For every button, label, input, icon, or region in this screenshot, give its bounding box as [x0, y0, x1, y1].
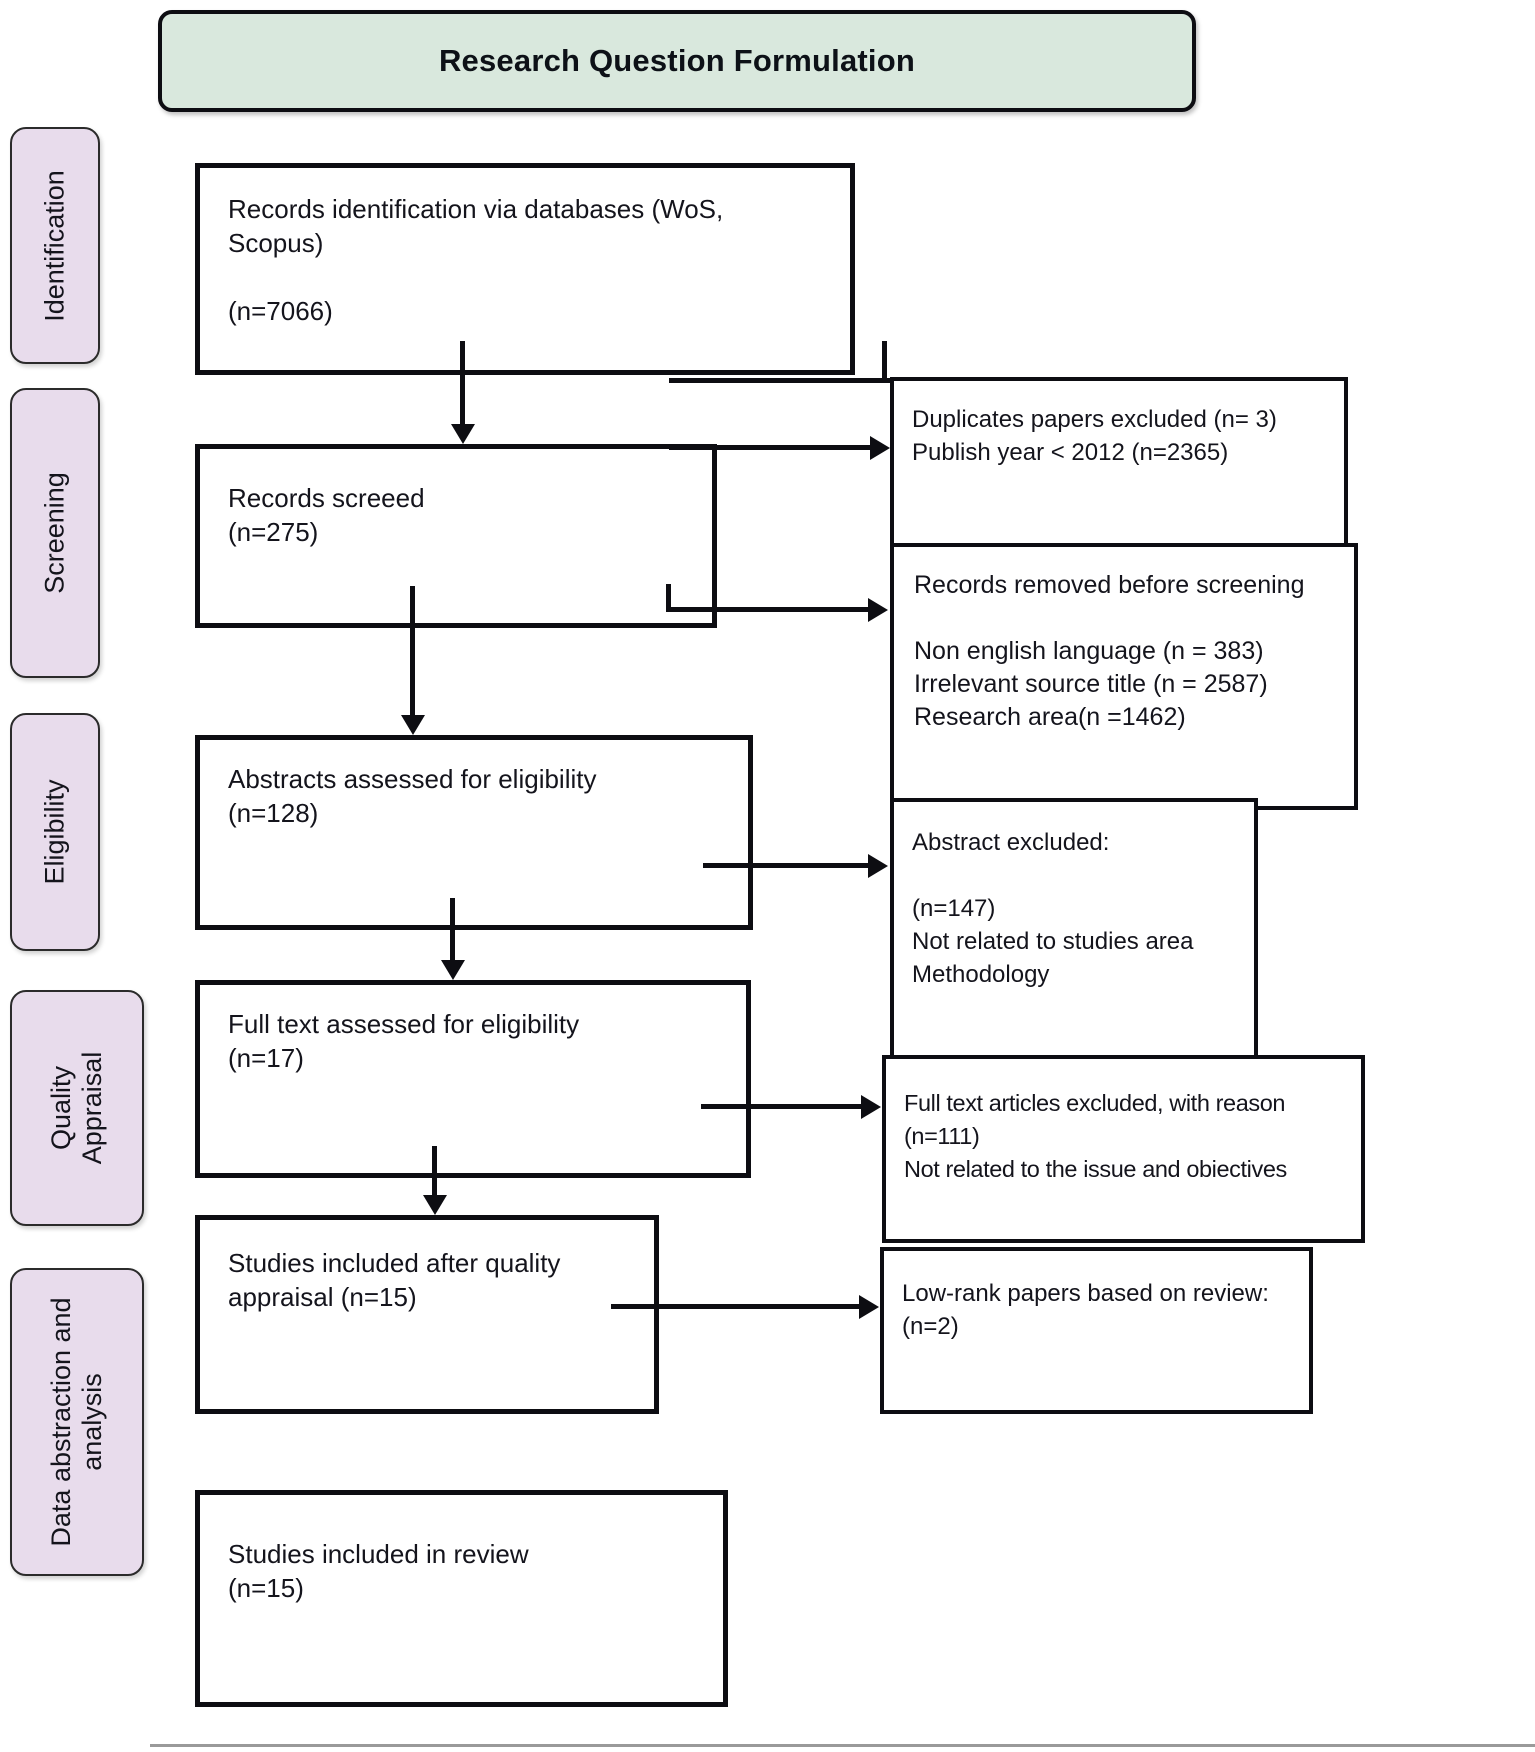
text-line: (n=17): [228, 1043, 304, 1073]
text-line: Duplicates papers excluded (n= 3): [912, 406, 1277, 433]
text-line: Records screeed: [228, 483, 425, 513]
text-line: Records identification via databases (Wo…: [228, 194, 724, 224]
fulltext-excluded-box: Full text articles excluded, with reason…: [882, 1055, 1365, 1243]
text-line: appraisal (n=15): [228, 1282, 417, 1312]
arrowhead-right-icon: [868, 854, 888, 878]
text-line: (n=275): [228, 517, 319, 547]
text-line: Low-rank papers based on review:: [902, 1280, 1269, 1307]
text-line: Not related to the issue and obiectives: [904, 1156, 1287, 1182]
text-line: (n=128): [228, 798, 319, 828]
text-line: [228, 260, 840, 294]
text-line: (n=111): [904, 1123, 980, 1149]
text-line: (n=2): [902, 1313, 959, 1340]
text-line: Methodology: [912, 961, 1050, 988]
text-line: Full text articles excluded, with reason: [904, 1090, 1286, 1116]
stage-label: Quality Appraisal: [46, 1051, 107, 1165]
stage-eligibility: Eligibility: [10, 713, 100, 951]
text-line: Non english language (n = 383): [914, 637, 1264, 665]
arrow-to-duplicates-box: [669, 445, 870, 450]
records-identification-box: Records identification via databases (Wo…: [195, 163, 855, 375]
stage-label: Eligibility: [39, 779, 70, 885]
text-line: [912, 859, 1252, 892]
arrow-identification-to-screening: [460, 341, 465, 429]
connector-step-vertical: [882, 341, 887, 383]
arrow-to-abstract-excluded: [703, 863, 870, 868]
fulltext-assessed-box: Full text assessed for eligibility (n=17…: [195, 980, 751, 1178]
quality-included-box: Studies included after quality appraisal…: [195, 1215, 659, 1414]
stage-label: Data abstraction and analysis: [46, 1297, 107, 1547]
arrowhead-right-icon: [870, 436, 890, 460]
text-line: Records removed before screening: [914, 571, 1305, 599]
bottom-edge-line: [150, 1744, 1535, 1747]
arrowhead-down-icon: [423, 1195, 447, 1215]
abstracts-assessed-box: Abstracts assessed for eligibility (n=12…: [195, 735, 753, 930]
stage-quality-appraisal: Quality Appraisal: [10, 990, 144, 1226]
text-line: Studies included after quality: [228, 1248, 561, 1278]
text-line: (n=15): [228, 1573, 304, 1603]
text-line: Abstract excluded:: [912, 829, 1110, 856]
text-line: Research area(n =1462): [914, 703, 1186, 731]
arrowhead-down-icon: [451, 424, 475, 444]
header-banner: Research Question Formulation: [158, 10, 1196, 112]
arrow-screening-to-abstracts: [410, 586, 415, 717]
arrowhead-down-icon: [441, 960, 465, 980]
text-line: Full text assessed for eligibility: [228, 1009, 580, 1039]
arrow-abstracts-to-fulltext: [450, 898, 455, 962]
text-line: Studies included in review: [228, 1539, 529, 1569]
duplicates-excluded-box: Duplicates papers excluded (n= 3) Publis…: [890, 377, 1348, 547]
connector-step-horizontal: [669, 378, 891, 383]
text-line: Not related to studies area: [912, 928, 1194, 955]
review-included-box: Studies included in review (n=15): [195, 1490, 728, 1707]
arrowhead-right-icon: [868, 598, 888, 622]
arrowhead-right-icon: [859, 1295, 879, 1319]
stage-screening: Screening: [10, 388, 100, 678]
arrowhead-right-icon: [861, 1095, 881, 1119]
stage-data-abstraction: Data abstraction and analysis: [10, 1268, 144, 1576]
arrow-to-removed-box: [666, 607, 868, 612]
arrowhead-down-icon: [401, 715, 425, 735]
page-title: Research Question Formulation: [438, 43, 916, 78]
stage-identification: Identification: [10, 127, 100, 364]
text-line: Irrelevant source title (n = 2587): [914, 670, 1268, 698]
stage-label: Identification: [39, 169, 70, 322]
arrow-fulltext-to-quality: [432, 1146, 437, 1197]
stage-label: Screening: [39, 472, 70, 594]
removed-before-screening-box: Records removed before screening Non eng…: [890, 543, 1358, 810]
low-rank-box: Low-rank papers based on review: (n=2): [880, 1247, 1313, 1414]
text-line: Abstracts assessed for eligibility: [228, 764, 597, 794]
text-line: Scopus): [228, 228, 324, 258]
connector-screened-stub: [666, 584, 671, 612]
text-line: [914, 602, 1352, 635]
arrow-to-low-rank: [611, 1304, 861, 1309]
text-line: (n=147): [912, 895, 996, 922]
records-screened-box: Records screeed (n=275): [195, 444, 717, 628]
text-line: Publish year < 2012 (n=2365): [912, 439, 1229, 466]
arrow-to-fulltext-excluded: [701, 1104, 863, 1109]
abstract-excluded-box: Abstract excluded: (n=147) Not related t…: [890, 798, 1258, 1064]
text-line: (n=7066): [228, 296, 333, 326]
